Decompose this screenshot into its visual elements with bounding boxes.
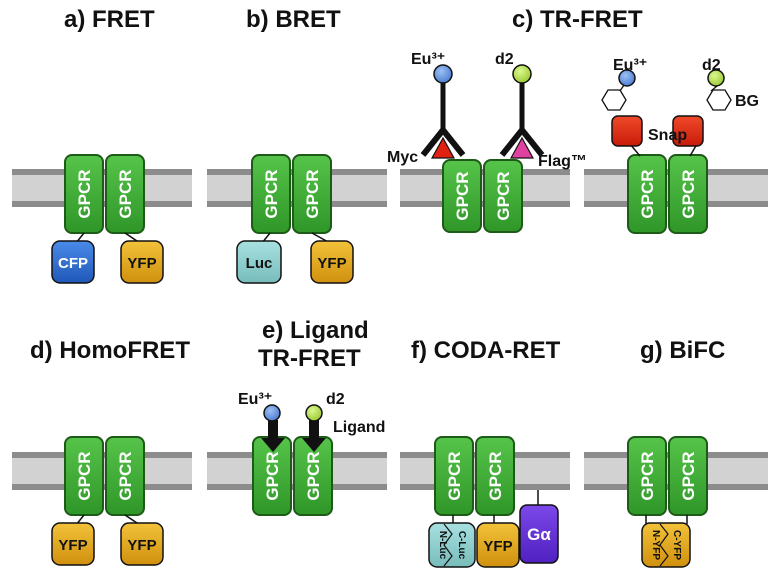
luc-label: Luc <box>246 255 273 272</box>
gpcr-label: GPCR <box>303 169 322 218</box>
panel-g-title: g) BiFC <box>640 337 725 364</box>
gpcr-label: GPCR <box>75 169 94 218</box>
benzylguanine-hexagon <box>706 89 732 111</box>
panel-f-title: f) CODA-RET <box>411 337 561 364</box>
ligand-arrow <box>261 438 285 452</box>
europium-sphere <box>618 69 636 87</box>
panel-g-diagram: GPCR GPCR N-YFP C-YFP <box>627 436 708 568</box>
gpcr-label: GPCR <box>263 451 282 500</box>
yfp-protein <box>51 522 95 566</box>
gpcr-receptor <box>442 159 482 233</box>
gpcr-receptor <box>627 154 667 234</box>
yfp-label: YFP <box>127 255 156 272</box>
gpcr-receptor <box>483 159 523 233</box>
snap-label: Snap <box>648 127 687 144</box>
luciferase-protein <box>236 240 282 284</box>
gpcr-label: GPCR <box>304 451 323 500</box>
gpcr-receptor <box>434 436 474 516</box>
d2-sphere <box>305 404 323 422</box>
bg-label: BG <box>735 93 759 110</box>
gpcr-label: GPCR <box>679 169 698 218</box>
gpcr-receptor <box>251 154 291 234</box>
europium-sphere <box>263 404 281 422</box>
yfp-protein <box>476 522 520 568</box>
yfp-label: YFP <box>317 255 346 272</box>
yfp-protein <box>120 522 164 566</box>
panel-d-title: d) HomoFRET <box>30 337 190 364</box>
gpcr-receptor <box>627 436 667 516</box>
ligand-d2-label: d2 <box>326 391 345 408</box>
panel-e-title-line2: TR-FRET <box>258 345 361 372</box>
snap-eu-label: Eu³⁺ <box>613 57 647 74</box>
gpcr-label: GPCR <box>638 451 657 500</box>
snap-d2-label: d2 <box>702 57 721 74</box>
cfp-label: CFP <box>58 255 88 272</box>
ligand-arrow <box>302 438 326 452</box>
panel-d-diagram: GPCR GPCR YFP YFP <box>51 436 164 566</box>
gpcr-label: GPCR <box>486 451 505 500</box>
gpcr-receptor <box>475 436 515 516</box>
nluc-label: N-Luc <box>437 531 448 560</box>
yfp-label: YFP <box>58 537 87 554</box>
antibody-2-label: d2 <box>495 51 514 68</box>
flag-tag-triangle <box>509 136 535 159</box>
g-alpha-protein <box>519 504 559 564</box>
yfp-label: YFP <box>127 537 156 554</box>
snap-tag-1 <box>611 115 643 147</box>
gpcr-label: GPCR <box>445 451 464 500</box>
gpcr-receptor <box>668 436 708 516</box>
antibody-1-label: Eu³⁺ <box>411 51 445 68</box>
panel-e-title-line1: e) Ligand <box>262 317 369 344</box>
gpcr-label: GPCR <box>75 451 94 500</box>
cyfp-label: C-YFP <box>671 530 682 560</box>
cluc-label: C-Luc <box>456 531 467 560</box>
gpcr-label: GPCR <box>453 171 472 220</box>
nyfp-label: N-YFP <box>650 530 661 560</box>
myc-tag-triangle <box>430 136 456 159</box>
panel-f-diagram: GPCR GPCR N-Luc C-Luc YFP Gα <box>428 436 559 568</box>
panel-b-title: b) BRET <box>246 6 341 33</box>
panel-c-antibody-diagram: GPCR GPCR Eu³⁺ Myc d2 Flag™ <box>387 51 587 233</box>
d2-sphere <box>512 64 532 84</box>
panel-a-diagram: GPCR GPCR CFP YFP <box>51 154 164 284</box>
yfp-protein <box>310 240 354 284</box>
ligand-label: Ligand <box>333 419 385 436</box>
gpcr-label: GPCR <box>262 169 281 218</box>
benzylguanine-hexagon <box>601 89 627 111</box>
gpcr-label: GPCR <box>494 171 513 220</box>
panel-b-diagram: GPCR GPCR Luc YFP <box>236 154 354 284</box>
cfp-protein <box>51 240 95 284</box>
gpcr-label: GPCR <box>679 451 698 500</box>
gpcr-label: GPCR <box>116 451 135 500</box>
g-alpha-label: Gα <box>527 525 551 544</box>
yfp-protein <box>120 240 164 284</box>
panel-e-diagram: GPCR GPCR Eu³⁺ d2 Ligand <box>238 391 385 516</box>
panel-a-title: a) FRET <box>64 6 155 33</box>
split-yfp <box>641 522 691 568</box>
panel-c-snap-diagram: GPCR GPCR Snap Eu³⁺ d2 BG <box>601 57 759 234</box>
split-luciferase <box>428 522 476 568</box>
flag-tag-label: Flag™ <box>538 153 587 170</box>
panel-c-title: c) TR-FRET <box>512 6 643 33</box>
myc-tag-label: Myc <box>387 149 418 166</box>
yfp-label: YFP <box>483 538 512 555</box>
gpcr-receptor <box>668 154 708 234</box>
d2-sphere <box>707 69 725 87</box>
ligand-eu-label: Eu³⁺ <box>238 391 272 408</box>
gpcr-label: GPCR <box>638 169 657 218</box>
gpcr-label: GPCR <box>116 169 135 218</box>
snap-tag-2 <box>672 115 704 147</box>
